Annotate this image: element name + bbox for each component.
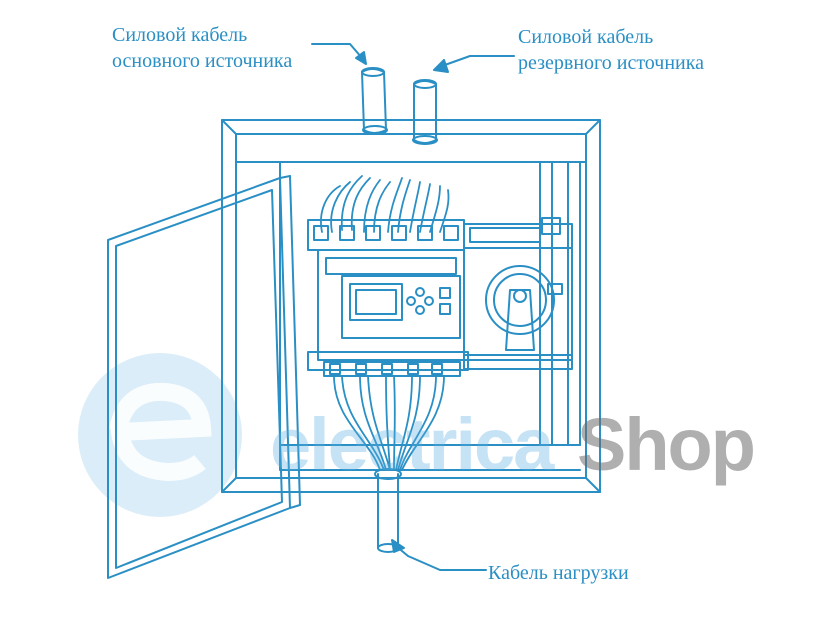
cabinet-door bbox=[107, 175, 301, 579]
bottom-terminals bbox=[323, 361, 461, 377]
e-logo-icon bbox=[78, 353, 242, 517]
cabinet-body bbox=[221, 119, 601, 493]
upper-wires bbox=[320, 175, 450, 233]
lower-wires bbox=[333, 375, 445, 471]
reserve-source-cable-label: Силовой кабель резервного источника bbox=[518, 24, 704, 76]
pointer-arrows bbox=[311, 43, 515, 571]
reserve-source-cable-label-line2: резервного источника bbox=[518, 52, 705, 74]
changeover-switch-module bbox=[463, 217, 573, 370]
main-source-cable-label-line2: основного источника bbox=[112, 50, 293, 72]
watermark-text-shop: Shop bbox=[577, 403, 756, 486]
main-source-cable-label: Силовой кабель основного источника bbox=[112, 22, 292, 74]
ats-controller-module bbox=[307, 219, 469, 371]
load-cable-label: Кабель нагрузки bbox=[488, 562, 629, 584]
main-source-cable-label-line1: Силовой кабель bbox=[112, 24, 248, 46]
input-cable-pipes bbox=[361, 67, 438, 145]
reserve-source-cable-label-line1: Силовой кабель bbox=[518, 26, 654, 48]
watermark-text-electrica: electrica bbox=[270, 403, 554, 486]
